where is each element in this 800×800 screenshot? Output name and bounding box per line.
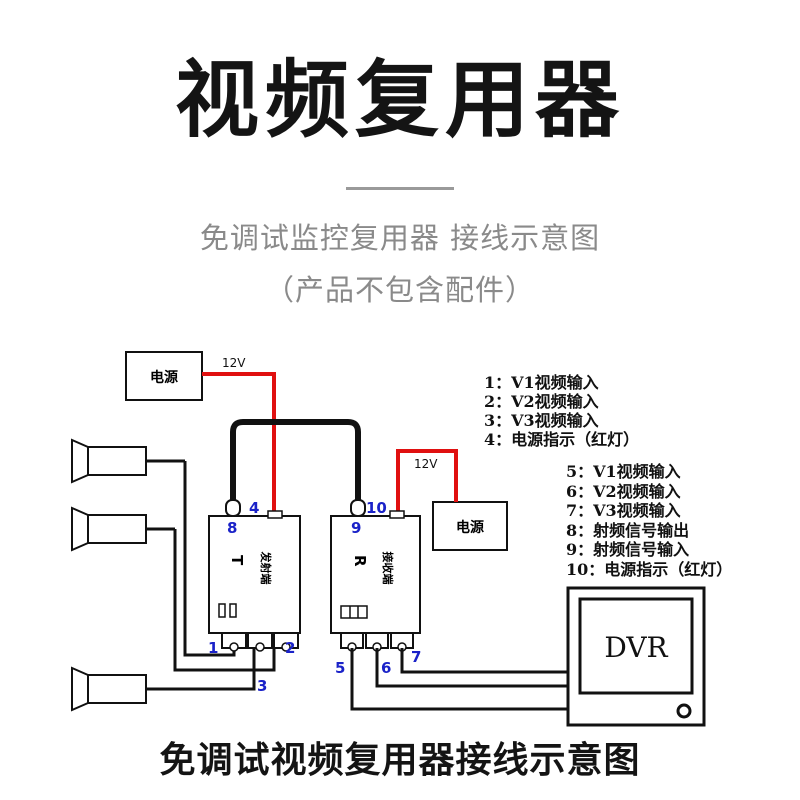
pin-label-9: 9 [351,519,361,537]
legend-item-3: 3：V3视频输入 [484,411,599,430]
transmitter-label: 发射端 [259,551,273,585]
video-cable-v3 [146,648,256,691]
legend-top: 1：V1视频输入 2：V2视频输入 3：V3视频输入 4：电源指示（红灯） [484,373,639,449]
power-supply-right-label: 电源 [456,519,484,536]
dvr-cable-v3 [400,648,574,674]
transmitter-unit: T 发射端 [208,499,301,652]
rf-coax-cable [230,419,361,500]
legend-bottom: 5：V1视频输入 6：V2视频输入 7：V3视频输入 8：射频信号输出 9：射频… [566,462,732,579]
receiver-unit: R 接收端 [330,499,421,652]
title-divider [346,187,454,190]
receiver-letter: R [351,555,369,567]
transmitter-letter: T [228,555,246,566]
page-title: 视频复用器 [174,51,625,149]
diagram-caption: 免调试视频复用器接线示意图 [159,740,641,781]
pin-label-10: 10 [366,499,387,517]
product-note: （产品不包含配件） [264,273,535,307]
pin-label-6: 6 [381,659,391,677]
power-wire-left [202,372,276,516]
pin-label-4: 4 [249,499,259,517]
power-supply-left: 电源 [125,351,203,401]
legend-item-2: 2：V2视频输入 [484,392,599,411]
legend-item-9: 9：射频信号输入 [566,540,689,559]
camera-2 [71,506,175,552]
voltage-label-left: 12V [222,356,246,370]
legend-item-5: 5：V1视频输入 [566,462,681,481]
legend-item-7: 7：V3视频输入 [566,501,681,520]
pin-label-5: 5 [335,659,345,677]
legend-item-1: 1：V1视频输入 [484,373,599,392]
dvr-cable-v2 [375,648,574,688]
legend-item-8: 8：射频信号输出 [566,521,689,540]
page-subtitle: 免调试监控复用器 接线示意图 [199,221,601,255]
video-cable-v2 [173,529,276,672]
power-supply-left-label: 电源 [150,369,178,386]
legend-item-6: 6：V2视频输入 [566,482,681,501]
camera-3 [71,666,147,712]
voltage-label-right: 12V [414,457,438,471]
legend-item-10: 10：电源指示（红灯） [566,560,732,579]
camera-1 [71,438,185,484]
power-supply-right: 电源 [432,501,508,551]
legend-item-4: 4：电源指示（红灯） [484,430,639,449]
dvr-cable-v1 [350,648,574,711]
pin-label-8: 8 [227,519,237,537]
dvr-label: DVR [604,631,668,664]
receiver-label: 接收端 [381,552,395,585]
pin-label-2: 2 [285,639,295,657]
dvr-monitor: DVR [566,586,706,727]
pin-label-3: 3 [257,677,267,695]
power-wire-right [396,449,458,516]
pin-label-1: 1 [208,639,218,657]
pin-label-7: 7 [411,648,421,666]
